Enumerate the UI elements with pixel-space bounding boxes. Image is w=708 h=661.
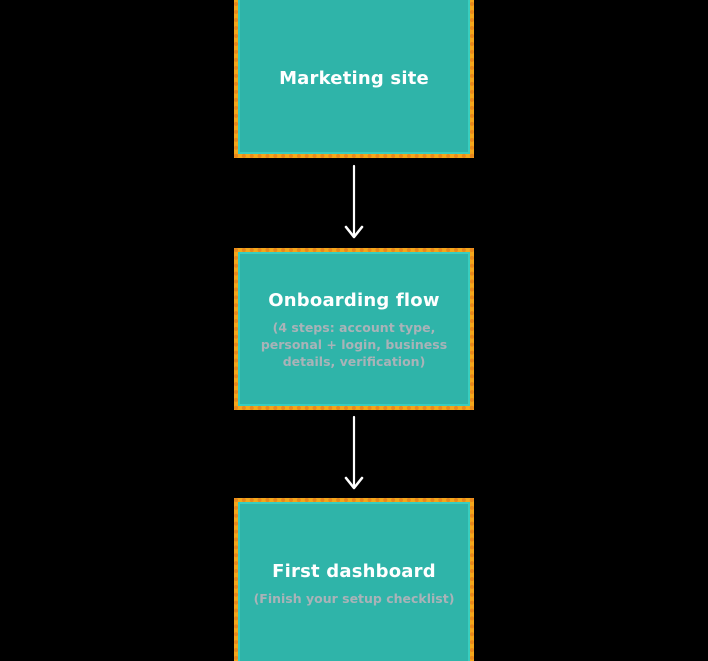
flow-node-marketing-site[interactable]: Marketing site (234, 0, 474, 158)
flow-node-first-dashboard[interactable]: First dashboard (Finish your setup check… (234, 498, 474, 661)
node-subtitle-first-dashboard: (Finish your setup checklist) (254, 590, 455, 607)
node-title-first-dashboard: First dashboard (272, 560, 436, 582)
down-arrow-icon (344, 164, 364, 239)
connector-marketing-to-onboarding[interactable] (342, 164, 366, 242)
subtitle-line: personal + login, business (260, 336, 448, 352)
down-arrow-icon (344, 415, 364, 490)
subtitle-line: (4 steps: account type, (272, 319, 436, 335)
connector-onboarding-to-dashboard[interactable] (342, 415, 366, 493)
node-title-onboarding-flow: Onboarding flow (268, 289, 440, 311)
node-subtitle-onboarding-flow: (4 steps: account type, personal + login… (261, 319, 447, 370)
subtitle-line: (Finish your setup checklist) (253, 590, 455, 606)
subtitle-line: details, verification) (282, 353, 426, 369)
flow-node-onboarding-flow[interactable]: Onboarding flow (4 steps: account type, … (234, 248, 474, 410)
node-title-marketing-site: Marketing site (279, 68, 429, 89)
